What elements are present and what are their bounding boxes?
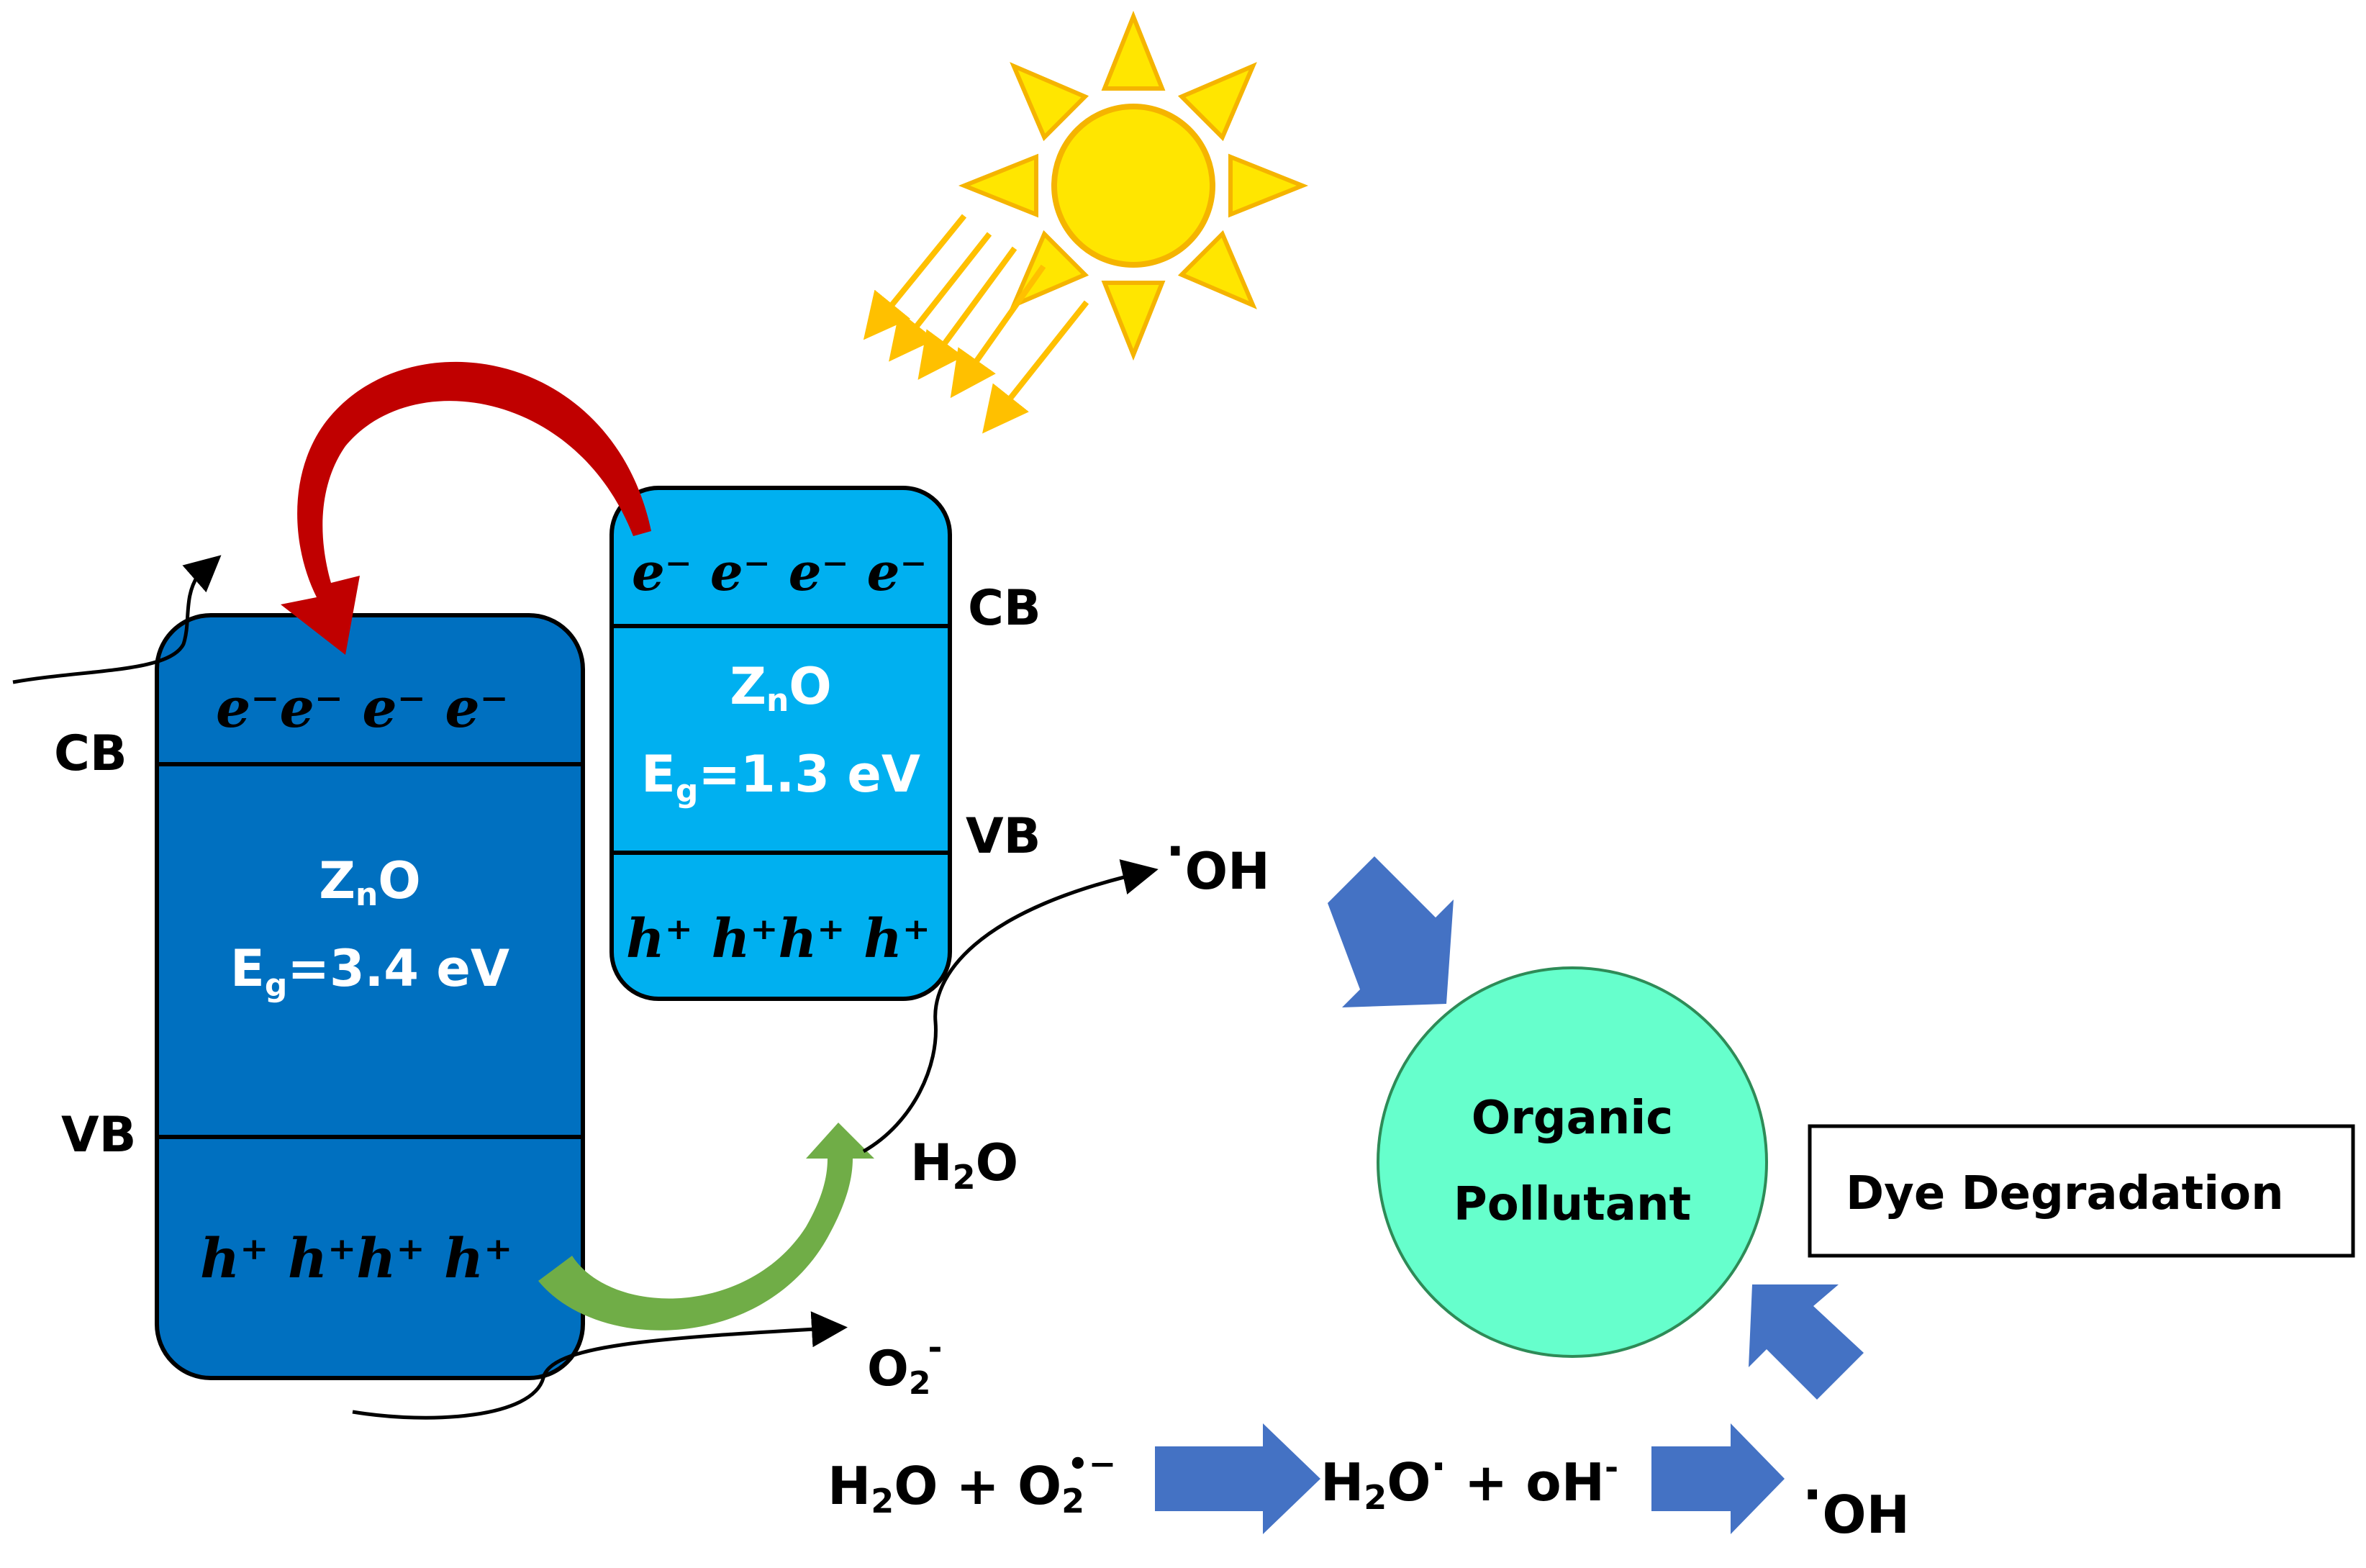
sun-icon [958,10,1309,361]
pollutant-line1: Organic [1472,1092,1673,1145]
right-holes: h⁺ h⁺h⁺ h⁺ [626,908,930,970]
sun-ray [1177,62,1257,142]
light-beam-5 [982,300,1089,434]
arrow-hydroxyl-to-pollutant [1328,856,1454,1007]
sun-ray [1101,281,1166,361]
light-beam-4 [950,264,1046,399]
left-block-body [155,613,585,1380]
left-bandgap-label: Eg=3.4 eV [230,939,509,1004]
blue-block-arrows [1155,856,1864,1534]
right-cb-label: CB [968,580,1041,637]
left-semiconductor-block: e⁻e⁻ e⁻ e⁻ h⁺ h⁺h⁺ h⁺ ZnO Eg=3.4 eV [155,613,585,1380]
reaction-arrow-1 [1155,1423,1320,1534]
sun-ray [958,153,1038,218]
sun-ray [1228,153,1309,218]
sun-ray [1177,230,1257,309]
reaction-product-hydroxyl: ·OH [1803,1464,1910,1545]
green-curved-arrow [538,1123,874,1331]
left-holes: h⁺ h⁺h⁺ h⁺ [200,1226,512,1290]
right-bandgap-label: Eg=1.3 eV [641,745,920,810]
pollutant-circle [1377,966,1768,1358]
left-vb-label: VB [61,1107,136,1164]
arrow-to-o2-minus [352,1311,848,1420]
dye-box-label: Dye Degradation [1846,1167,2284,1220]
arrow-to-hydroxyl [862,859,1159,1154]
electron-transfer-arrow [281,361,651,655]
light-beams [863,214,1089,434]
dye-box-frame [1808,1124,2355,1258]
sun-ray [1101,10,1166,91]
organic-pollutant: Organic Pollutant [1377,966,1768,1358]
excitation-arrow-left [12,555,222,684]
dye-degradation-box: Dye Degradation [1808,1124,2355,1258]
left-material-label: ZnO [319,851,421,913]
right-block-body [609,486,952,1001]
reaction-intermediates: H2O· + oH- [1320,1444,1618,1517]
sun-disc [1051,104,1215,268]
reaction-reactants: H2O + O2•− [828,1444,1116,1521]
thin-flow-arrows [12,555,1159,1420]
arrow-hydroxyl-to-pollutant-bottom [1749,1284,1864,1400]
light-beam-2 [889,232,992,362]
right-material-label: ZnO [730,657,832,719]
water-label: H2O [910,1133,1018,1197]
right-semiconductor-block: e⁻ e⁻ e⁻ e⁻ h⁺ h⁺h⁺ h⁺ ZnO Eg=1.3 eV [609,486,952,1001]
pollutant-line2: Pollutant [1454,1178,1691,1231]
reaction-arrow-2 [1651,1423,1785,1534]
left-cb-label: CB [54,725,127,782]
right-electrons: e⁻ e⁻ e⁻ e⁻ [632,541,927,602]
sun-ray [1010,62,1089,142]
left-electrons: e⁻e⁻ e⁻ e⁻ [216,676,509,740]
hydroxyl-radical-top: ·OH [1166,822,1270,901]
red-curved-arrow [281,361,651,655]
light-beam-3 [917,246,1017,380]
hole-transfer-arrow [538,1123,874,1331]
superoxide-label: O2- [867,1328,942,1402]
right-vb-label: VB [966,808,1041,865]
light-beam-1 [863,214,967,340]
